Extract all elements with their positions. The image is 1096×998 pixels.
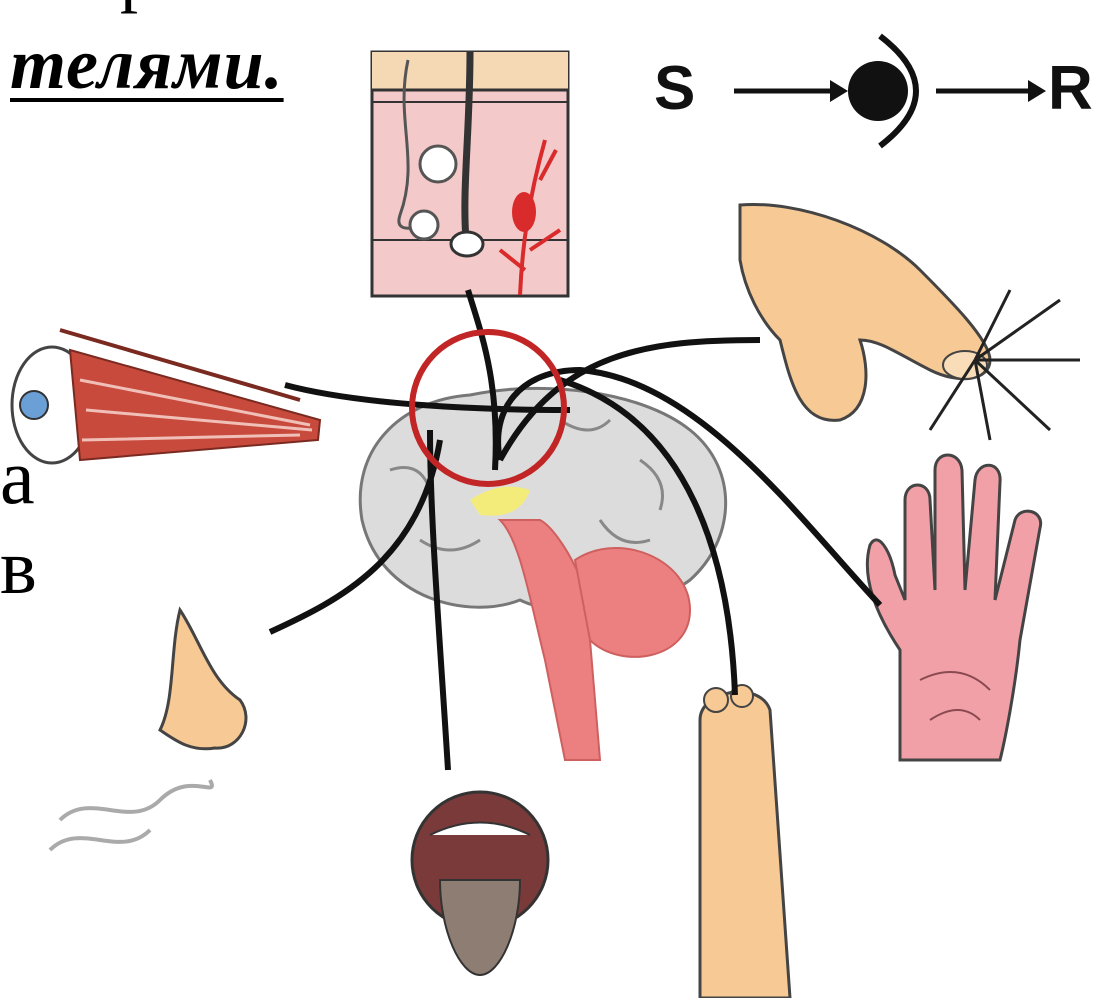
nose-icon [50, 610, 246, 850]
skin-section-icon [372, 52, 568, 296]
finger-touch-icon [740, 204, 1080, 440]
mouth-icon [412, 792, 548, 975]
brain-icon [360, 388, 725, 760]
foot-icon [700, 685, 790, 998]
reflex-scheme-icon [734, 36, 1046, 146]
palm-icon [867, 455, 1040, 760]
eye-icon [12, 330, 320, 463]
